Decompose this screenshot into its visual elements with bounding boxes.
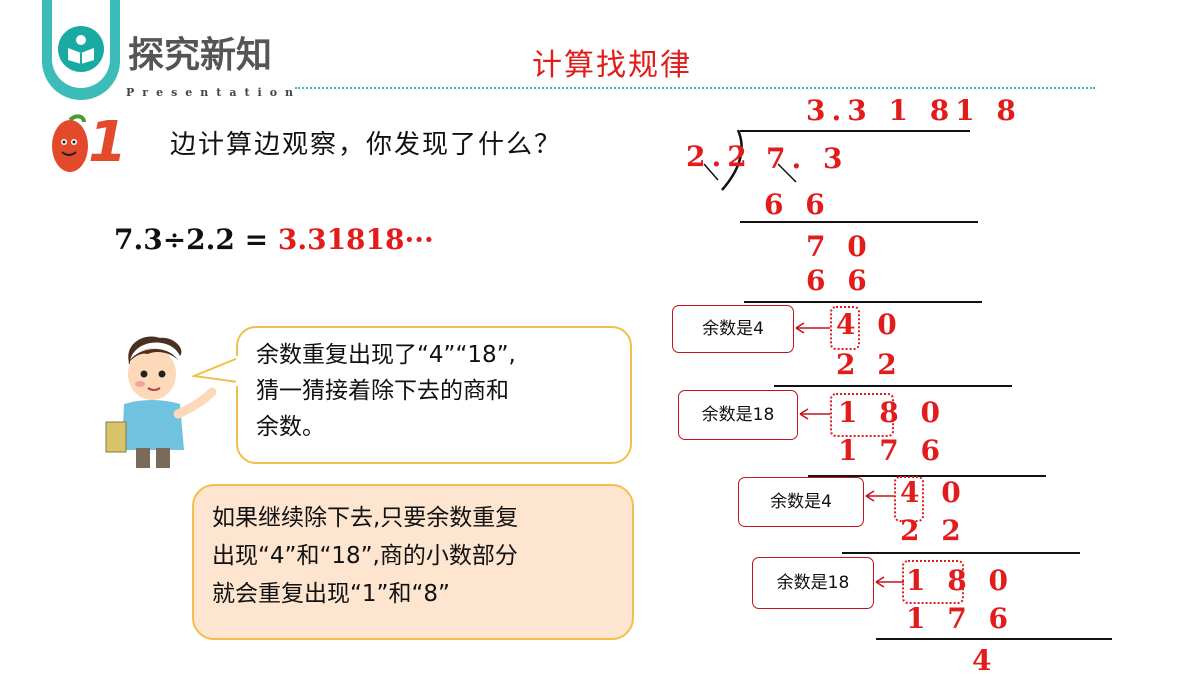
conclusion-line: 如果继续除下去,只要余数重复 bbox=[212, 505, 519, 531]
speech-bubble bbox=[236, 326, 632, 464]
speech-bubble-text: 余数重复出现了“4”“18”, 猜一猜接着除下去的商和 余数。 bbox=[256, 337, 616, 445]
boy-illustration bbox=[100, 330, 220, 474]
decimal-shift-marks bbox=[703, 163, 797, 183]
divisor: 2.2 bbox=[686, 140, 753, 173]
question-number: 1 bbox=[88, 110, 127, 175]
question-text: 边计算边观察，你发现了什么？ bbox=[170, 130, 563, 160]
division-rule bbox=[744, 301, 982, 303]
page-title: 探究新知 bbox=[128, 35, 273, 76]
expression-left: 7.3÷2.2 = bbox=[114, 223, 269, 256]
remainder-label: 余数是18 bbox=[752, 557, 874, 609]
conclusion-line: 就会重复出现“1”和“8” bbox=[212, 581, 450, 607]
chili-mascot-icon bbox=[48, 112, 98, 180]
arrow-icon bbox=[875, 576, 904, 588]
remainder-label: 余数是4 bbox=[672, 305, 794, 353]
remainder-label: 余数是18 bbox=[678, 390, 798, 440]
conclusion-line: 出现“4”和“18”,商的小数部分 bbox=[212, 543, 518, 569]
division-bar bbox=[740, 130, 970, 132]
division-step: 1 8 0 bbox=[906, 564, 1014, 597]
division-step: 6 6 bbox=[764, 188, 831, 221]
conclusion-box bbox=[192, 484, 634, 640]
lesson-topic: 计算找规律 bbox=[532, 48, 692, 83]
speech-bubble-tail bbox=[192, 356, 240, 386]
division-rule bbox=[808, 475, 1046, 477]
division-step: 2 2 bbox=[900, 514, 967, 547]
expression-answer: 3.31818··· bbox=[277, 223, 434, 256]
remainder-highlight bbox=[894, 476, 924, 522]
division-rule bbox=[740, 221, 978, 223]
arrow-icon bbox=[799, 408, 830, 420]
conclusion-text: 如果继续除下去,只要余数重复 出现“4”和“18”,商的小数部分 就会重复出现“… bbox=[212, 499, 622, 613]
remainder-highlight bbox=[830, 393, 894, 437]
final-remainder: 4 bbox=[972, 644, 998, 677]
division-rule bbox=[876, 638, 1112, 640]
division-step: 6 6 bbox=[806, 264, 873, 297]
remainder-label: 余数是4 bbox=[738, 477, 864, 527]
speech-line: 猜一猜接着除下去的商和 bbox=[256, 378, 509, 404]
division-step: 1 8 0 bbox=[838, 396, 946, 429]
division-rule bbox=[774, 385, 1012, 387]
speech-line: 余数重复出现了“4”“18”, bbox=[256, 342, 516, 368]
division-bracket bbox=[721, 129, 743, 191]
division-step: 1 7 6 bbox=[838, 434, 946, 467]
division-step: 7 0 bbox=[806, 230, 873, 263]
page-subtitle: Presentation bbox=[126, 86, 302, 99]
division-step: 4 0 bbox=[900, 476, 967, 509]
division-step: 2 2 bbox=[836, 348, 903, 381]
remainder-highlight bbox=[902, 560, 964, 604]
arrow-icon bbox=[865, 490, 894, 502]
arrow-icon bbox=[795, 322, 830, 334]
division-step: 1 7 6 bbox=[906, 602, 1014, 635]
division-step: 4 0 bbox=[836, 308, 903, 341]
quotient: 3.3 1 81 8 bbox=[806, 94, 1022, 127]
dividend: 7. 3 bbox=[766, 142, 849, 175]
reader-icon bbox=[58, 26, 104, 72]
header-divider bbox=[295, 87, 1095, 89]
speech-line: 余数。 bbox=[256, 414, 325, 440]
remainder-highlight bbox=[830, 306, 860, 350]
division-expression: 7.3÷2.2 = 3.31818··· bbox=[114, 223, 434, 256]
division-rule bbox=[842, 552, 1080, 554]
